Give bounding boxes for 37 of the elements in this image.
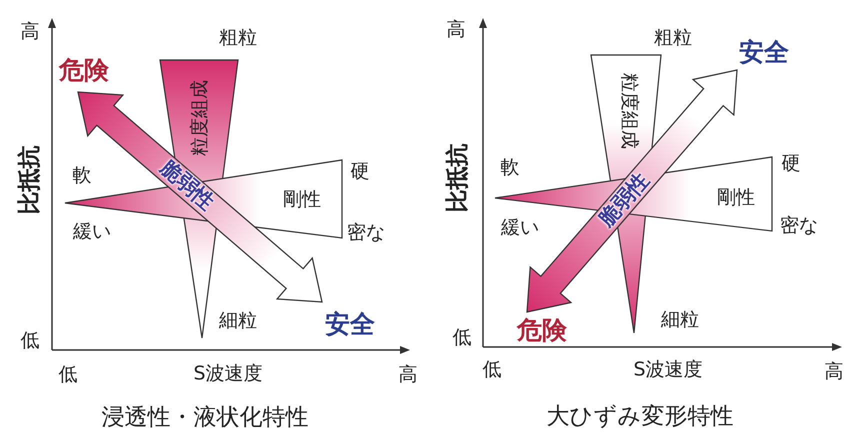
pole-label: 緩い [501, 218, 539, 238]
end-label: 安全 [325, 312, 375, 336]
axis-title: S波速度 [633, 360, 703, 380]
axis-tick-label: 高 [398, 366, 418, 384]
pole-label: 粗粒 [654, 28, 692, 48]
pole-label: 細粒 [661, 310, 699, 330]
axis-tick-label: 高 [20, 22, 40, 42]
arrow-label: 脆弱性 [156, 156, 218, 214]
pole-label: 軟 [72, 166, 92, 186]
arrow-label: 脆弱性 [595, 169, 653, 231]
axis-tick-label: 高 [446, 20, 466, 40]
end-label: 危険 [59, 58, 109, 82]
wedge-label: 粒度組成 [620, 73, 638, 149]
pole-label: 密な [347, 224, 385, 242]
pole-label: 硬 [350, 162, 370, 182]
panel-title: 大ひずみ変形特性 [546, 406, 734, 428]
wedge-label: 粒度組成 [190, 80, 210, 156]
pole-label: 軟 [500, 158, 520, 178]
wedge-label: 剛性 [283, 190, 321, 210]
pole-label: 緩い [73, 222, 111, 242]
axis-tick-label: 高 [824, 362, 844, 382]
axis-title: S波速度 [193, 364, 263, 384]
wedge [63, 158, 345, 240]
axis-tick-label: 低 [20, 332, 40, 350]
axis-tick-label: 低 [58, 366, 78, 384]
end-label: 安全 [739, 40, 789, 64]
panel-title: 浸透性・液状化特性 [102, 406, 308, 430]
end-label: 危険 [517, 318, 567, 342]
axis-tick-label: 低 [482, 360, 502, 380]
pole-label: 粗粒 [219, 28, 257, 48]
axis-title: 比抵抗 [446, 144, 470, 212]
pole-label: 細粒 [219, 312, 257, 330]
wedge-label: 剛性 [717, 188, 755, 208]
axis-title: 比抵抗 [18, 146, 42, 214]
pole-label: 硬 [782, 154, 800, 174]
pole-label: 密な [780, 216, 818, 236]
axis-tick-label: 低 [452, 328, 472, 348]
